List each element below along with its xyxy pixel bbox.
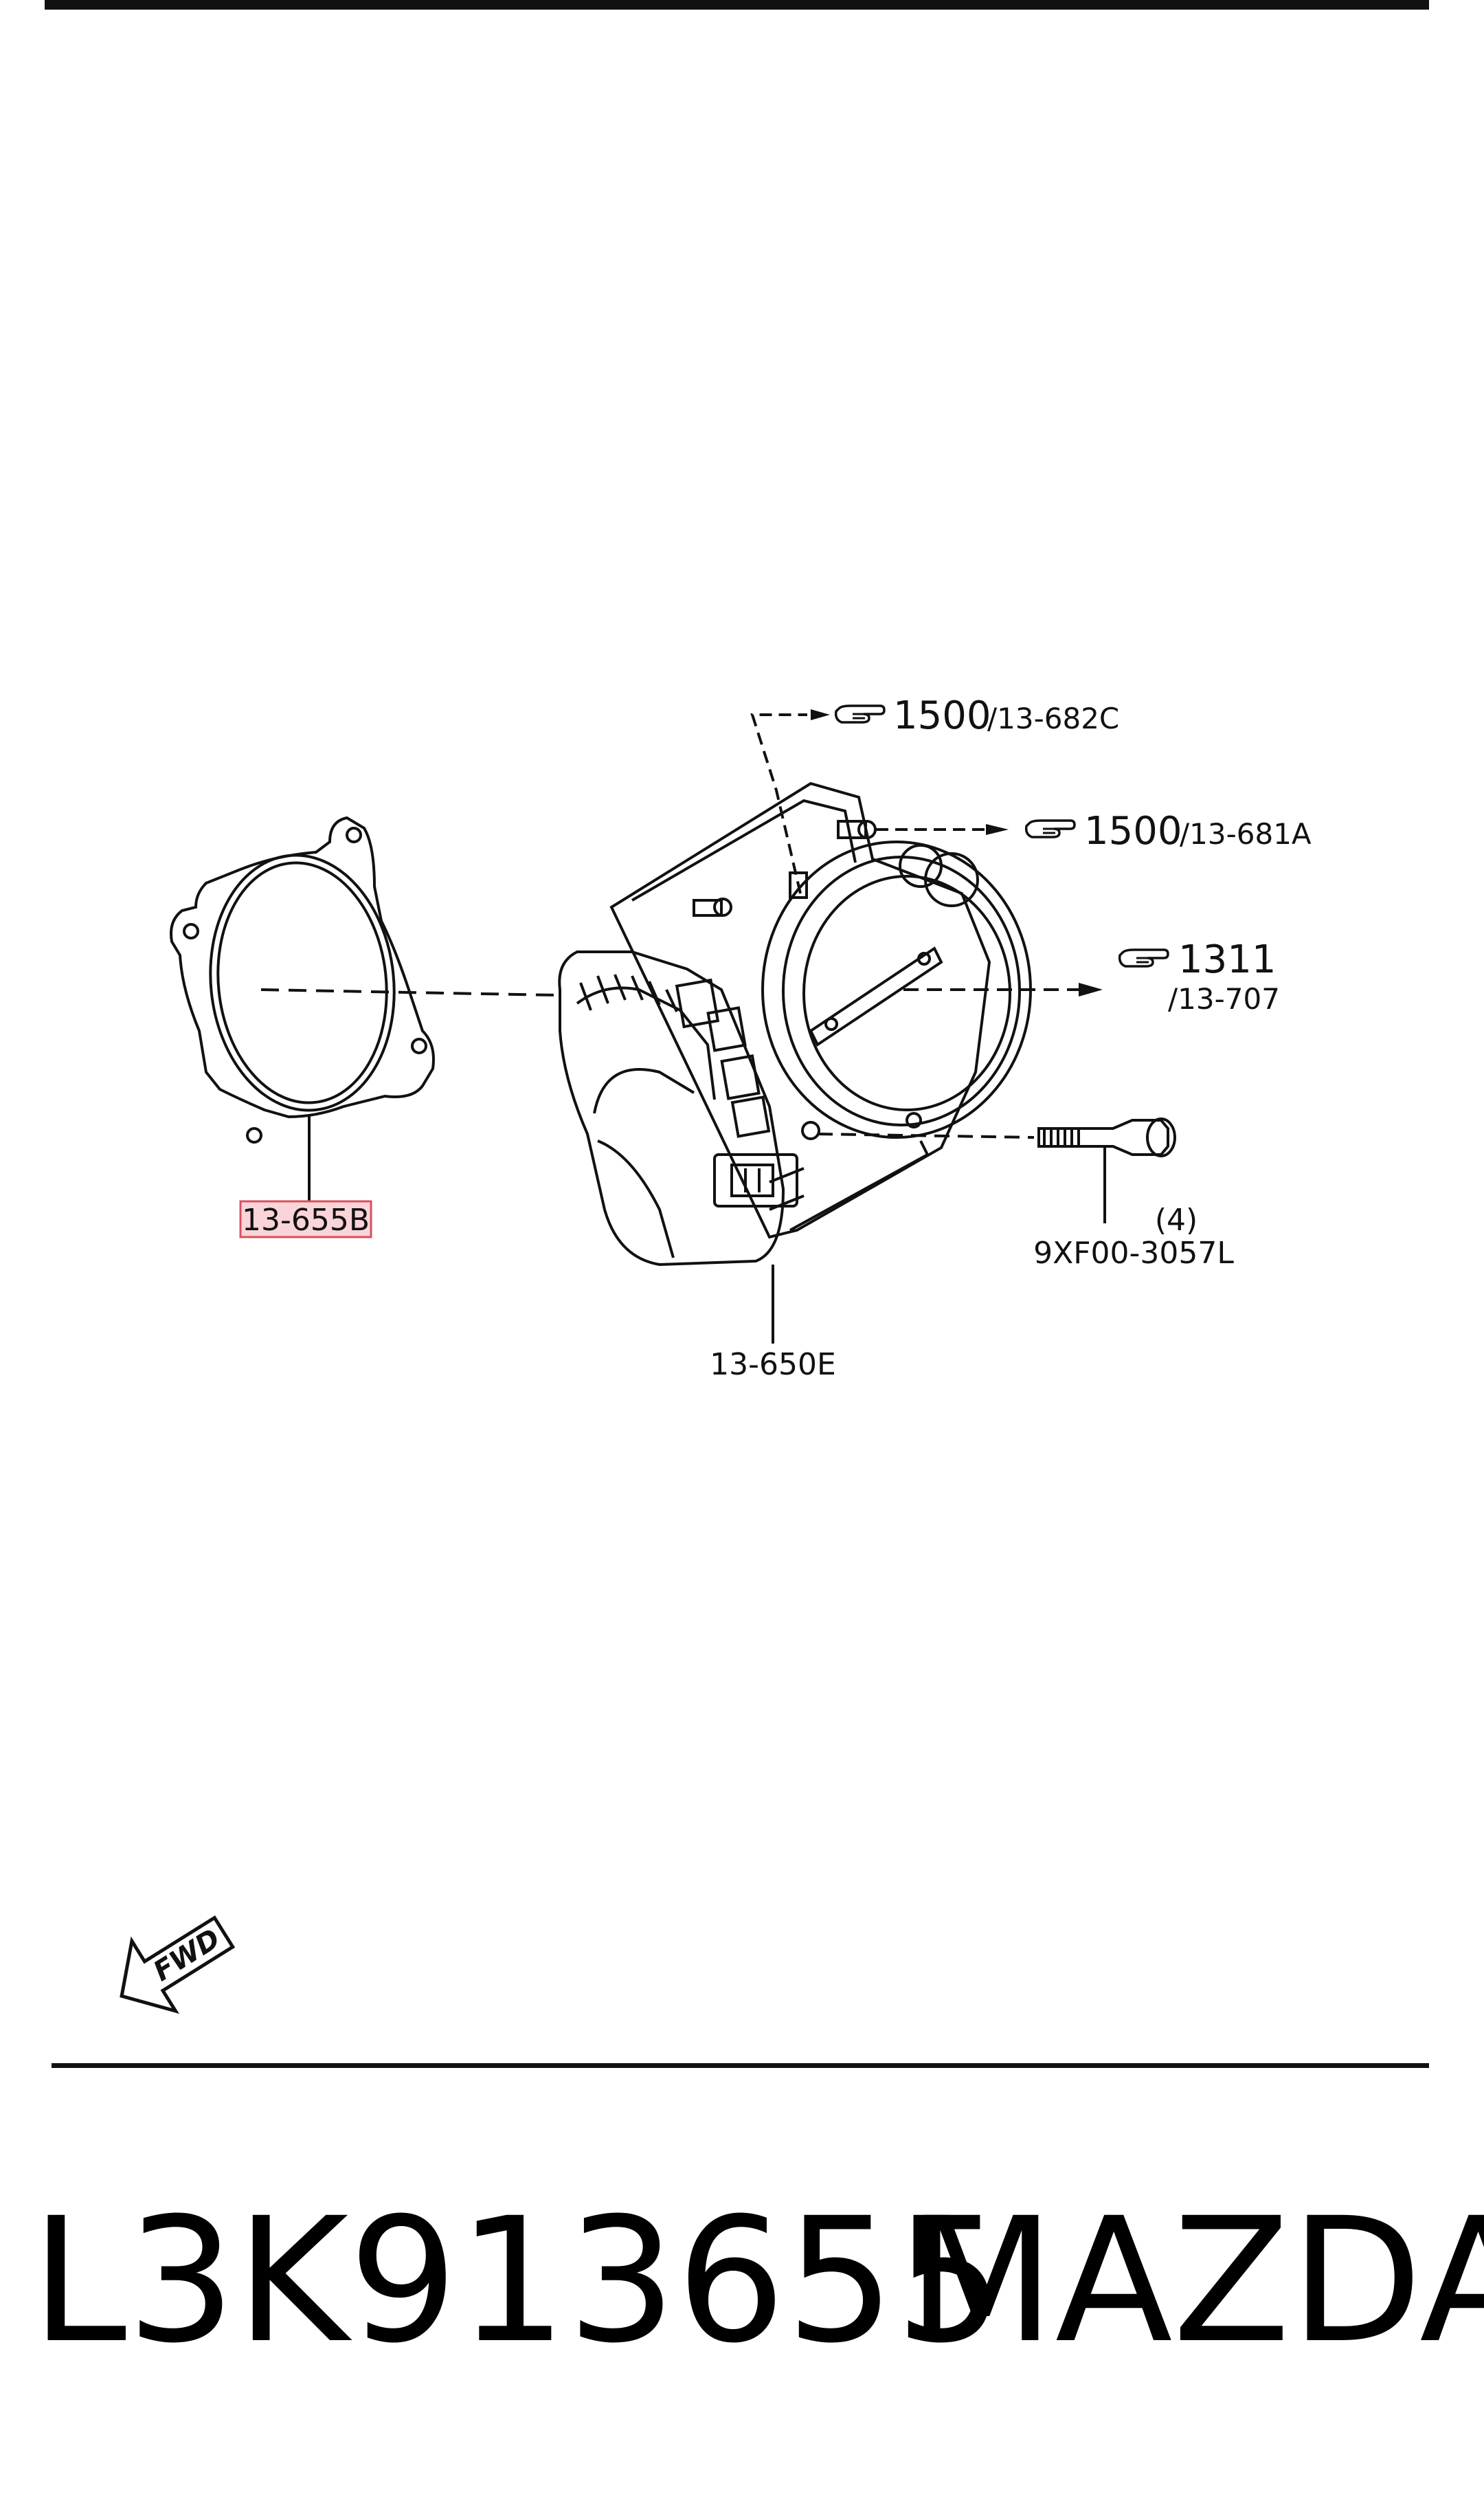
footer-brand: MAZDA [907, 2181, 1484, 2381]
hand-pointer-icon [834, 704, 886, 724]
ref-top-arrowhead [811, 709, 830, 720]
ref-right-sub: /13-707 [1168, 982, 1280, 1016]
hand-pointer-icon [1024, 819, 1076, 838]
gasket-part-label: 13-655B [242, 1203, 370, 1238]
ref-top-main: 1500 [893, 693, 991, 738]
ref-top-dashed-path [750, 713, 807, 894]
bottom-rule [52, 2063, 1429, 2068]
bolt-quantity: (4) [1155, 1203, 1198, 1238]
ref-right-main: 1311 [1178, 937, 1277, 982]
fwd-arrow-icon: FWD [120, 1915, 236, 2014]
fwd-label: FWD [148, 1923, 226, 1988]
throttle-body-13-650E [558, 781, 1032, 1267]
footer-part-number: L3K913655 [31, 2181, 1004, 2381]
ref-mid-arrowhead [986, 824, 1009, 835]
bolt-part-label: 9XF00-3057L [1033, 1236, 1234, 1271]
ref-top-sub: /13-682C [987, 702, 1119, 735]
ref-mid-sub: /13-681A [1180, 817, 1312, 851]
ref-right-arrowhead [1079, 983, 1103, 997]
gasket-13-655B [170, 816, 435, 1144]
bolt-9XF00-3057L [1037, 1117, 1176, 1157]
axis-line-left [260, 988, 557, 997]
top-border [45, 0, 1429, 10]
ref-mid-main: 1500 [1084, 809, 1182, 854]
throttle-body-part-label: 13-650E [710, 1347, 836, 1382]
gasket-highlight [239, 1200, 372, 1238]
hand-pointer-icon [1118, 948, 1169, 968]
bolt-axis-line [817, 1133, 1035, 1139]
